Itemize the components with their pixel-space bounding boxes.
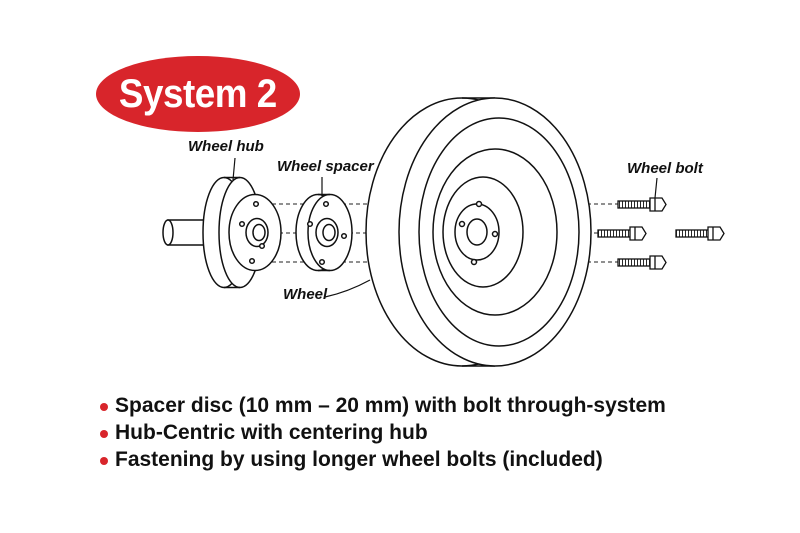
wheel-bolt	[617, 255, 667, 270]
wheel	[365, 97, 592, 367]
bullet-icon	[100, 429, 108, 438]
wheel-bolt	[617, 197, 667, 212]
label-wheel-hub: Wheel hub	[188, 138, 264, 155]
feature-text: Fastening by using longer wheel bolts (i…	[115, 447, 603, 471]
wheel-bolt	[597, 226, 647, 241]
label-wheel: Wheel	[283, 286, 328, 303]
wheel-bolts	[597, 197, 725, 270]
bullet-icon	[100, 402, 108, 411]
wheel-bolt	[675, 226, 725, 241]
wheel-spacer	[295, 193, 353, 272]
system-badge: System 2	[96, 56, 300, 132]
feature-text: Spacer disc (10 mm – 20 mm) with bolt th…	[115, 393, 666, 417]
feature-item: Hub-Centric with centering hub	[100, 419, 666, 446]
feature-item: Spacer disc (10 mm – 20 mm) with bolt th…	[100, 392, 666, 419]
system-title: System 2	[119, 71, 277, 116]
feature-text: Hub-Centric with centering hub	[115, 420, 428, 444]
feature-item: Fastening by using longer wheel bolts (i…	[100, 446, 666, 473]
label-wheel-bolt: Wheel bolt	[627, 160, 703, 177]
label-wheel-spacer: Wheel spacer	[277, 158, 374, 175]
bullet-icon	[100, 456, 108, 465]
leader-lines	[232, 157, 658, 298]
wheel-hub	[202, 176, 282, 289]
feature-list: Spacer disc (10 mm – 20 mm) with bolt th…	[100, 392, 666, 473]
